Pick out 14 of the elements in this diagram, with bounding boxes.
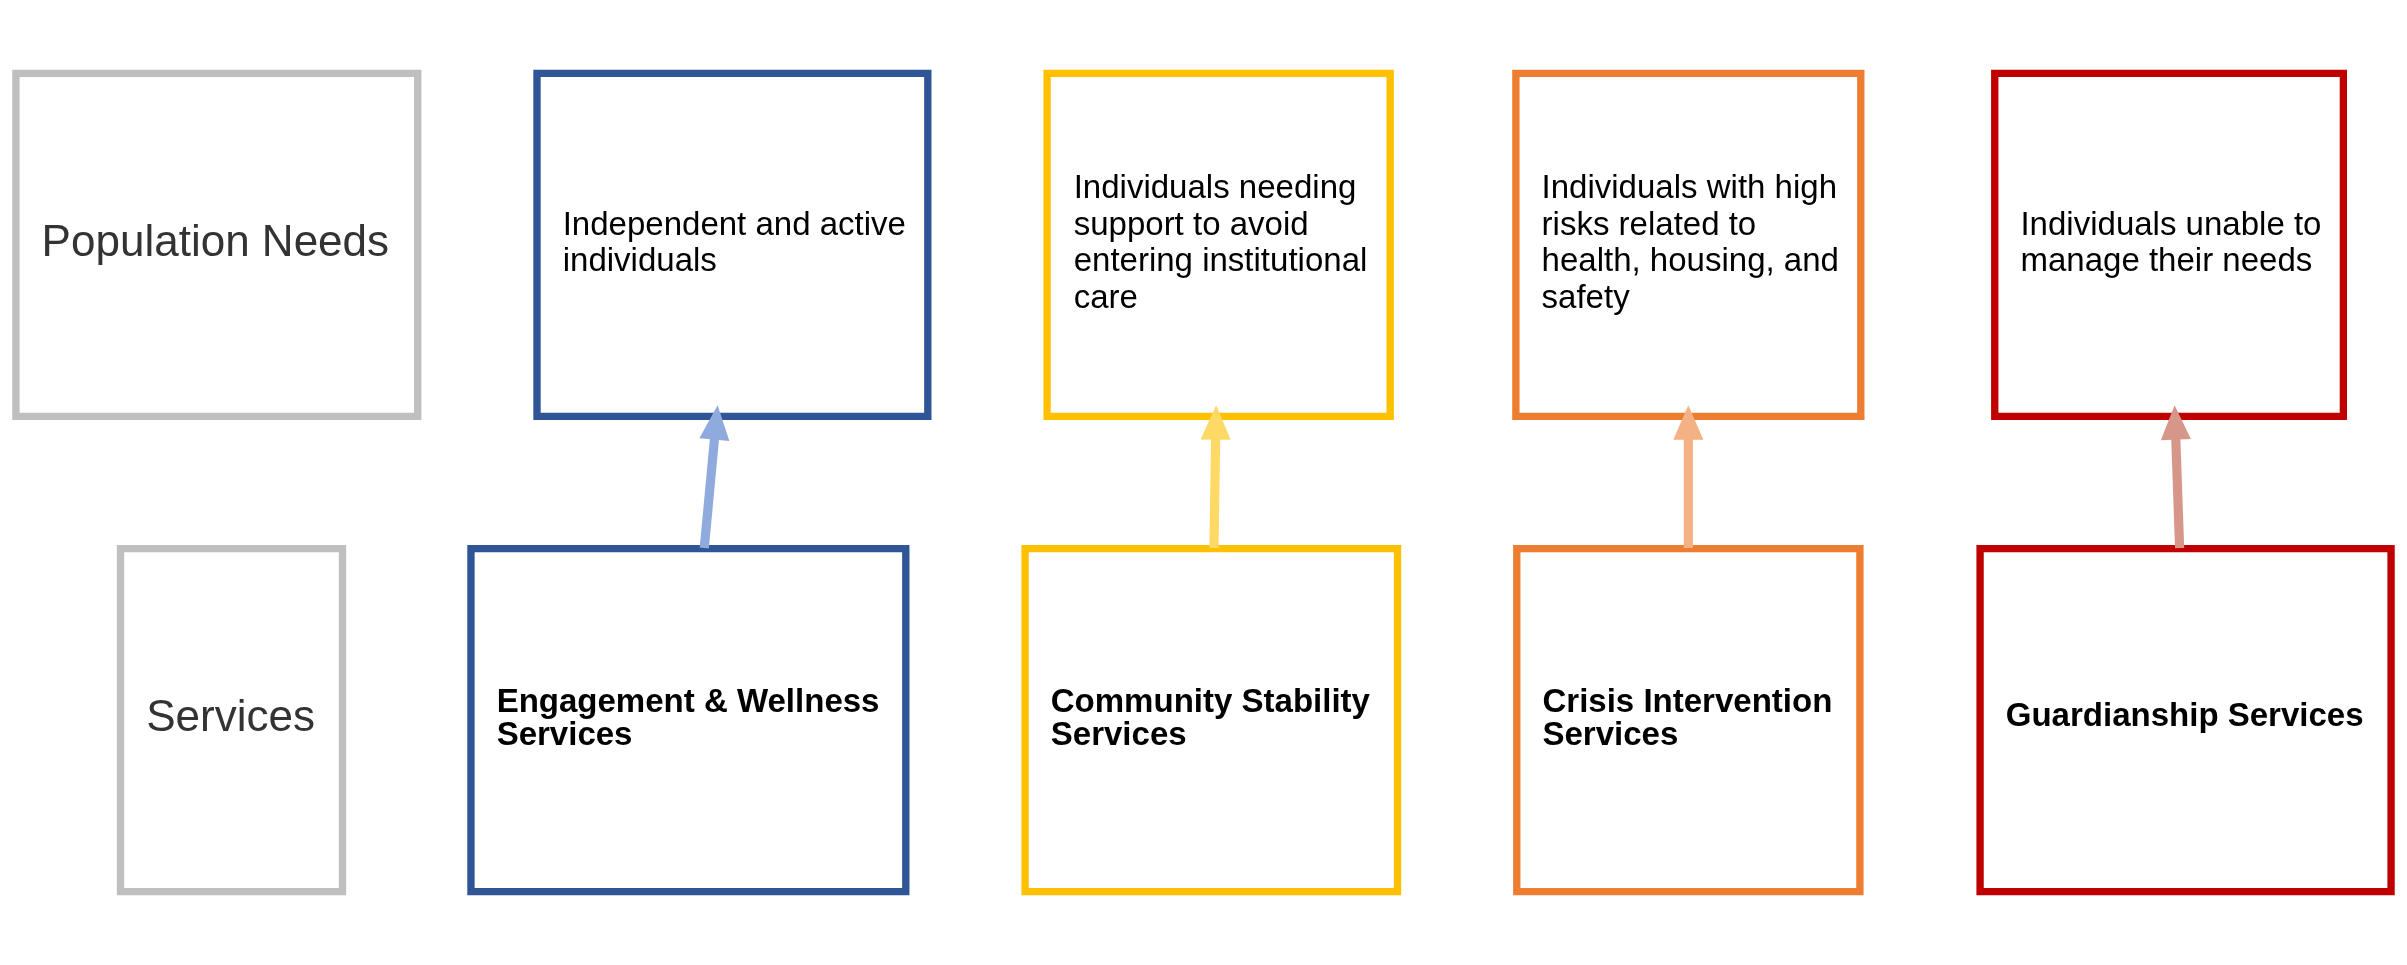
node-box: Engagement & Wellness Services — [467, 544, 910, 896]
node-box: Individuals unable to manage their needs — [1991, 69, 2348, 421]
node-box: Guardianship Services — [1976, 544, 2395, 896]
node-box: Crisis Intervention Services — [1513, 544, 1864, 896]
node-box: Individuals with high risks related to health, housing, and safety — [1512, 69, 1865, 421]
node-box: Community Stability Services — [1021, 544, 1402, 896]
node-box: Individuals needing support to avoid entering institutional care — [1043, 69, 1394, 421]
arrow — [2160, 405, 2191, 549]
arrow — [1673, 405, 1704, 549]
node-box: Population Needs — [12, 69, 422, 421]
node-box: Services — [116, 544, 347, 896]
arrow — [699, 405, 730, 549]
node-box: Independent and active individuals — [533, 69, 932, 421]
arrow — [1200, 405, 1231, 549]
